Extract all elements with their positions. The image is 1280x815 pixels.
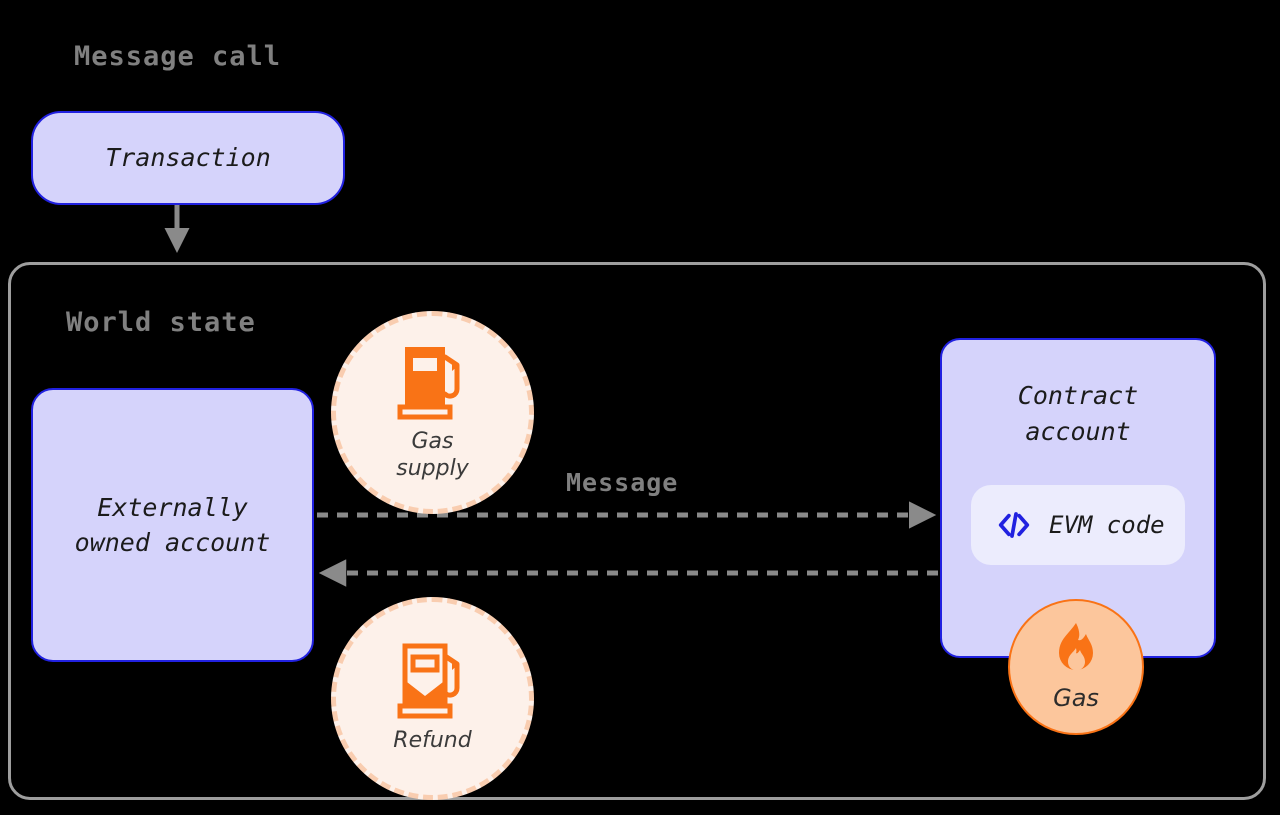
- code-brackets-icon: [998, 512, 1030, 538]
- gas-supply-label: Gas supply: [396, 429, 468, 482]
- evm-code-label: EVM code: [1049, 511, 1165, 539]
- message-call-heading: Message call: [74, 41, 282, 72]
- flame-icon: [1059, 623, 1093, 671]
- gas-badge[interactable]: Gas: [1008, 599, 1144, 735]
- gas-pump-full-icon: [397, 347, 459, 420]
- refund-label-line1: Refund: [393, 728, 472, 754]
- world-state-heading: World state: [66, 307, 256, 338]
- gas-supply-label-line2: supply: [396, 455, 469, 481]
- contract-label-line1: Contract: [1017, 381, 1139, 410]
- gas-supply-label-line1: Gas: [411, 429, 454, 455]
- gas-supply-circle[interactable]: Gas supply: [331, 311, 534, 514]
- contract-label-line2: account: [1025, 416, 1131, 446]
- message-connector-label: Message: [566, 468, 679, 497]
- refund-circle[interactable]: Refund: [331, 597, 534, 800]
- evm-code-pill[interactable]: EVM code: [971, 485, 1185, 565]
- eoa-label-line2: owned account: [74, 528, 271, 557]
- gas-badge-label: Gas: [1053, 684, 1099, 712]
- gas-pump-partial-icon: [397, 643, 459, 719]
- transaction-box[interactable]: Transaction: [31, 111, 345, 205]
- eoa-label-line1: Externally: [97, 492, 248, 522]
- refund-label: Refund: [393, 728, 471, 754]
- transaction-label: Transaction: [105, 143, 271, 173]
- externally-owned-account-box[interactable]: Externally owned account: [31, 388, 314, 662]
- world-state-container: [8, 262, 1266, 800]
